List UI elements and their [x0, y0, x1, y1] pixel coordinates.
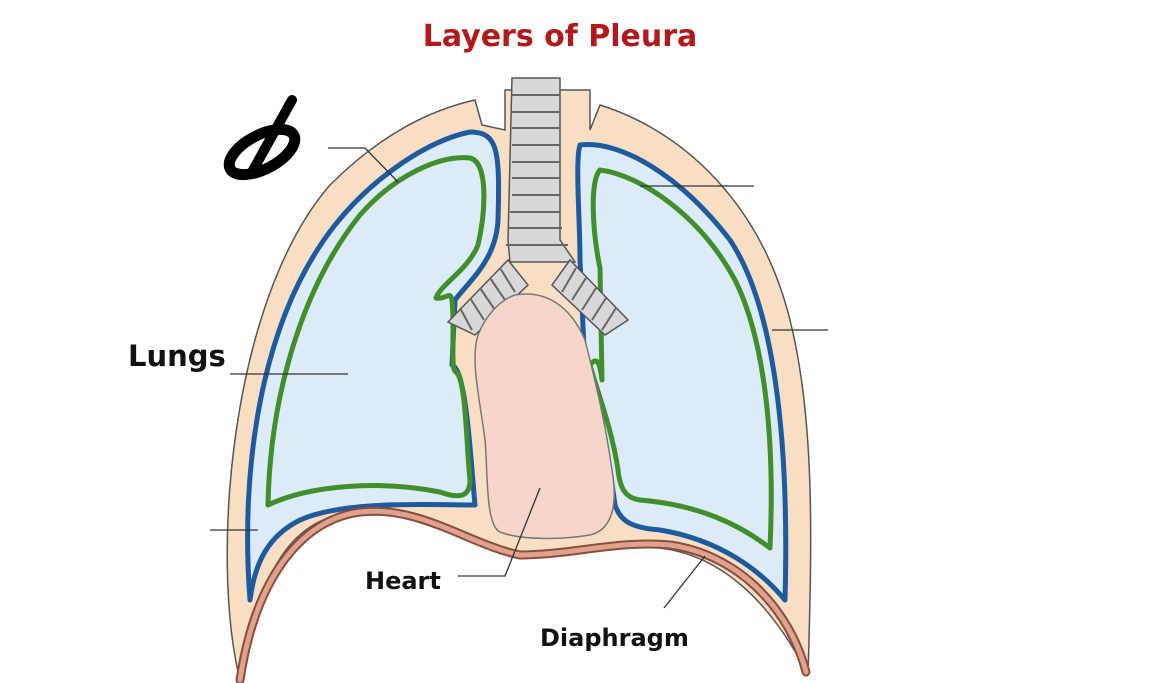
parietal-pleura-left	[245, 129, 502, 603]
logo-mark-icon	[223, 95, 301, 181]
visceral-pleura-right	[587, 167, 774, 551]
leader-parietal-left	[328, 147, 399, 183]
visceral-pleura-left	[265, 155, 487, 508]
leader-diaphragm	[663, 555, 706, 609]
label-heart: Heart	[365, 567, 441, 595]
bronchus-left	[446, 258, 530, 336]
label-diaphragm: Diaphragm	[540, 624, 689, 652]
heart	[474, 293, 615, 540]
trachea	[506, 77, 577, 263]
bronchus-right	[551, 258, 630, 336]
diagram-title: Layers of Pleura	[423, 19, 698, 54]
leader-heart	[458, 487, 541, 577]
label-lungs: Lungs	[128, 339, 226, 373]
